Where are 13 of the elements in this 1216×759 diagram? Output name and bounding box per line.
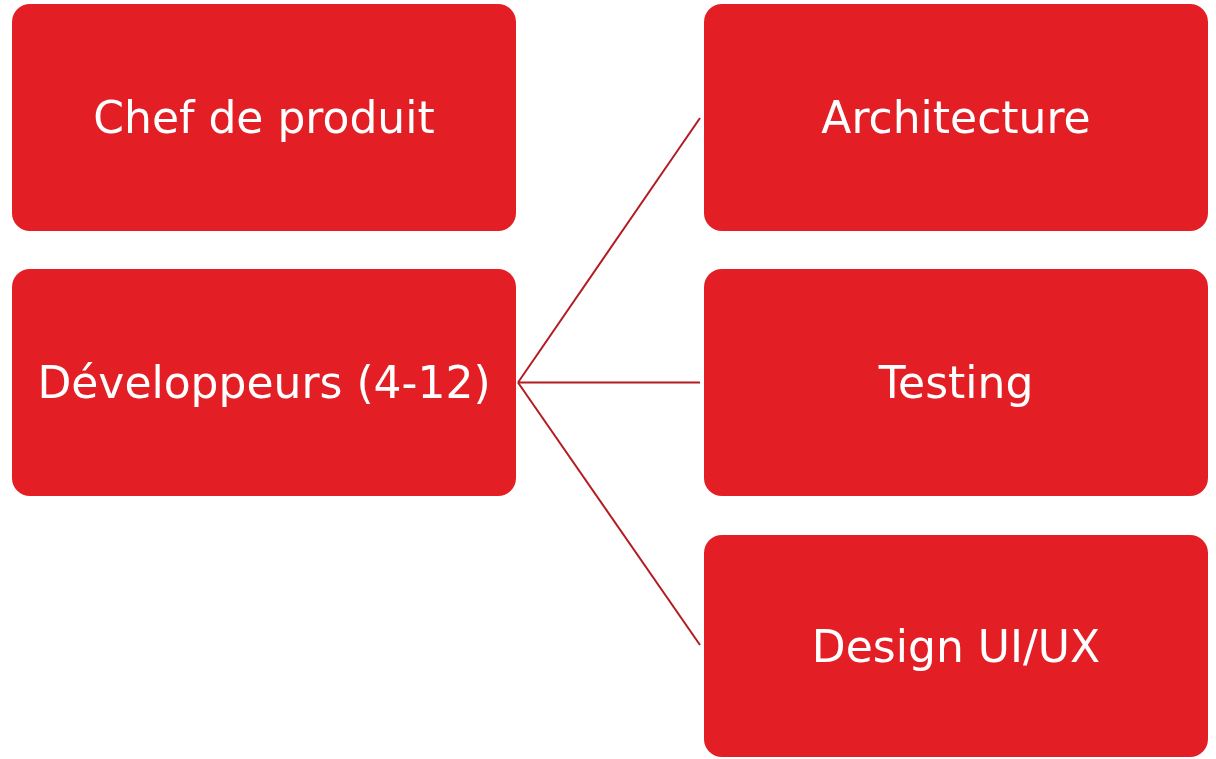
box-label: Design UI/UX <box>811 620 1101 672</box>
process-box <box>704 4 1208 231</box>
process-box <box>704 269 1208 496</box>
box-label: Testing <box>878 357 1034 408</box>
process-box <box>12 4 516 231</box>
connector-line <box>517 381 701 384</box>
process-box <box>12 269 516 496</box>
connector-line <box>517 117 701 384</box>
box-label: Développeurs (4-12) <box>37 357 491 408</box>
box-label: Chef de produit <box>93 92 435 143</box>
process-box <box>704 535 1208 757</box>
box-label: Architecture <box>821 92 1091 143</box>
connector-line <box>517 381 701 646</box>
